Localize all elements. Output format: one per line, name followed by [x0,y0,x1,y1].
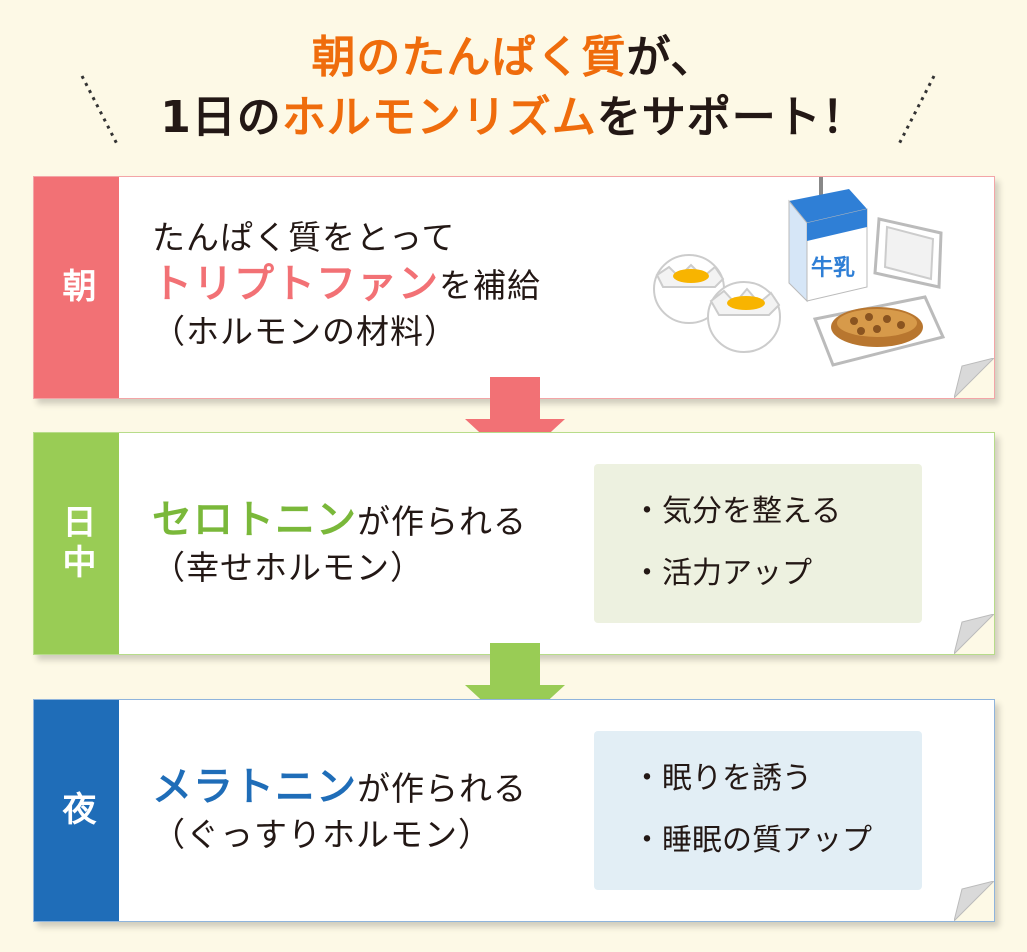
page-title: 朝のたんぱく質が、 1日のホルモンリズムをサポート！ [0,28,1027,148]
title-line2-prefix: 1日の [160,92,282,143]
melatonin-highlight: メラトニン [152,764,357,810]
morning-line-2: トリプトファンを補給 [152,261,541,309]
night-label: 夜 [34,700,119,921]
daytime-effects-box: ・気分を整える ・活力アップ [594,464,922,623]
title-highlight-rhythm: ホルモンリズム [281,92,597,143]
night-card: 夜 メラトニンが作られる （ぐっすりホルモン） ・眠りを誘う ・睡眠の質アップ [33,699,995,922]
effect-item: ・睡眠の質アップ [632,823,872,858]
eggs-icon [653,254,781,353]
title-line-1: 朝のたんぱく質が、 [0,28,1027,88]
night-line-2: （ぐっすりホルモン） [152,815,492,854]
title-highlight-protein: 朝のたんぱく質 [311,32,627,83]
milk-carton-icon: 牛乳 [788,177,868,303]
effect-item: ・気分を整える [632,494,842,529]
arrow-down-icon [465,377,565,465]
night-line-1-rest: が作られる [357,769,527,808]
effect-item: ・眠りを誘う [632,761,812,796]
title-line-2: 1日のホルモンリズムをサポート！ [0,88,1027,148]
right-dotted-accent [896,75,936,147]
page-fold-icon [954,881,994,921]
title-line1-rest: が、 [626,32,716,83]
night-text: メラトニンが作られる （ぐっすりホルモン） [152,764,527,858]
daytime-card: 日中 セロトニンが作られる （幸せホルモン） ・気分を整える ・活力アップ [33,432,995,655]
daytime-line-1-rest: が作られる [357,502,527,541]
night-effects-box: ・眠りを誘う ・睡眠の質アップ [594,731,922,890]
morning-card: 朝 たんぱく質をとって トリプトファンを補給 （ホルモンの材料） 牛乳 [33,176,995,399]
daytime-line-1: セロトニンが作られる [152,497,527,545]
title-line2-suffix: をサポート！ [596,92,867,143]
night-line-1: メラトニンが作られる [152,764,527,812]
arrow-down-icon [465,643,565,731]
daytime-line-2: （幸せホルモン） [152,548,424,587]
left-dotted-accent [80,75,120,147]
serotonin-highlight: セロトニン [152,497,357,543]
morning-text: たんぱく質をとって トリプトファンを補給 （ホルモンの材料） [152,215,541,355]
morning-line-1: たんぱく質をとって [152,218,456,257]
morning-line-2-rest: を補給 [439,266,541,305]
daytime-text: セロトニンが作られる （幸せホルモン） [152,497,527,591]
page-fold-icon [954,614,994,654]
daytime-label: 日中 [34,433,119,654]
milk-label: 牛乳 [811,255,855,281]
morning-line-3: （ホルモンの材料） [152,312,458,351]
natto-icon [812,217,946,367]
breakfast-illustration: 牛乳 [653,177,946,367]
effect-item: ・活力アップ [632,556,812,591]
morning-label: 朝 [34,177,119,398]
page-fold-icon [954,358,994,398]
tryptophan-highlight: トリプトファン [152,261,439,307]
